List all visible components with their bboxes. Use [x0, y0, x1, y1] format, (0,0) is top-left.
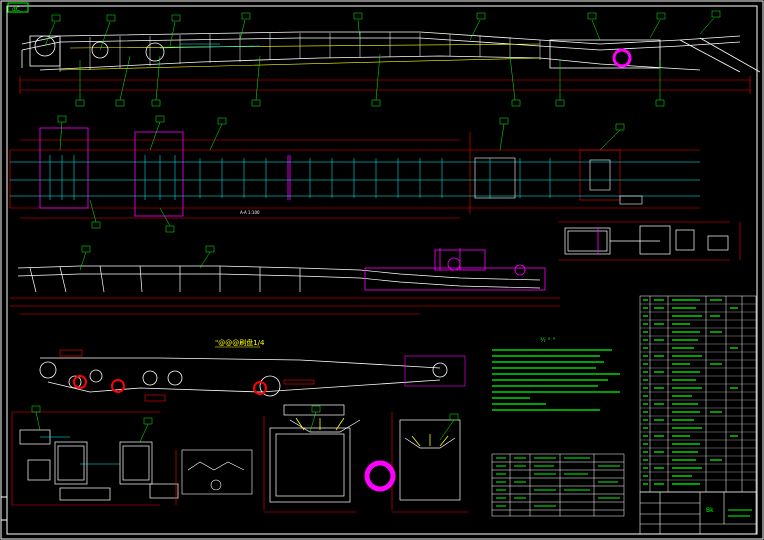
title-block: Bk — [639, 491, 757, 535]
belt-conveyor-side-elevation — [19, 10, 761, 107]
corner-tag-text: dC — [12, 6, 20, 13]
parts-list-table — [639, 295, 757, 493]
corner-tag: dC — [7, 2, 29, 13]
drive-unit-detail — [11, 405, 253, 506]
belt-conveyor-plan-view: A-A 1:100 — [9, 115, 700, 233]
plan-view-caption: A-A 1:100 — [240, 210, 260, 215]
belt-routing-title: "@@@刷盘1/4 — [215, 338, 265, 347]
idler-cross-sections — [263, 404, 468, 513]
head-section-detail — [558, 221, 741, 261]
conveyor-elevation-lower — [10, 245, 560, 315]
auxiliary-table — [491, 453, 625, 517]
belt-routing-diagram: "@@@刷盘1/4 — [39, 338, 466, 402]
technical-notes: ½ ° ° — [492, 337, 620, 411]
notes-title: ½ ° ° — [540, 337, 556, 344]
title-block-mark: Bk — [706, 507, 714, 514]
